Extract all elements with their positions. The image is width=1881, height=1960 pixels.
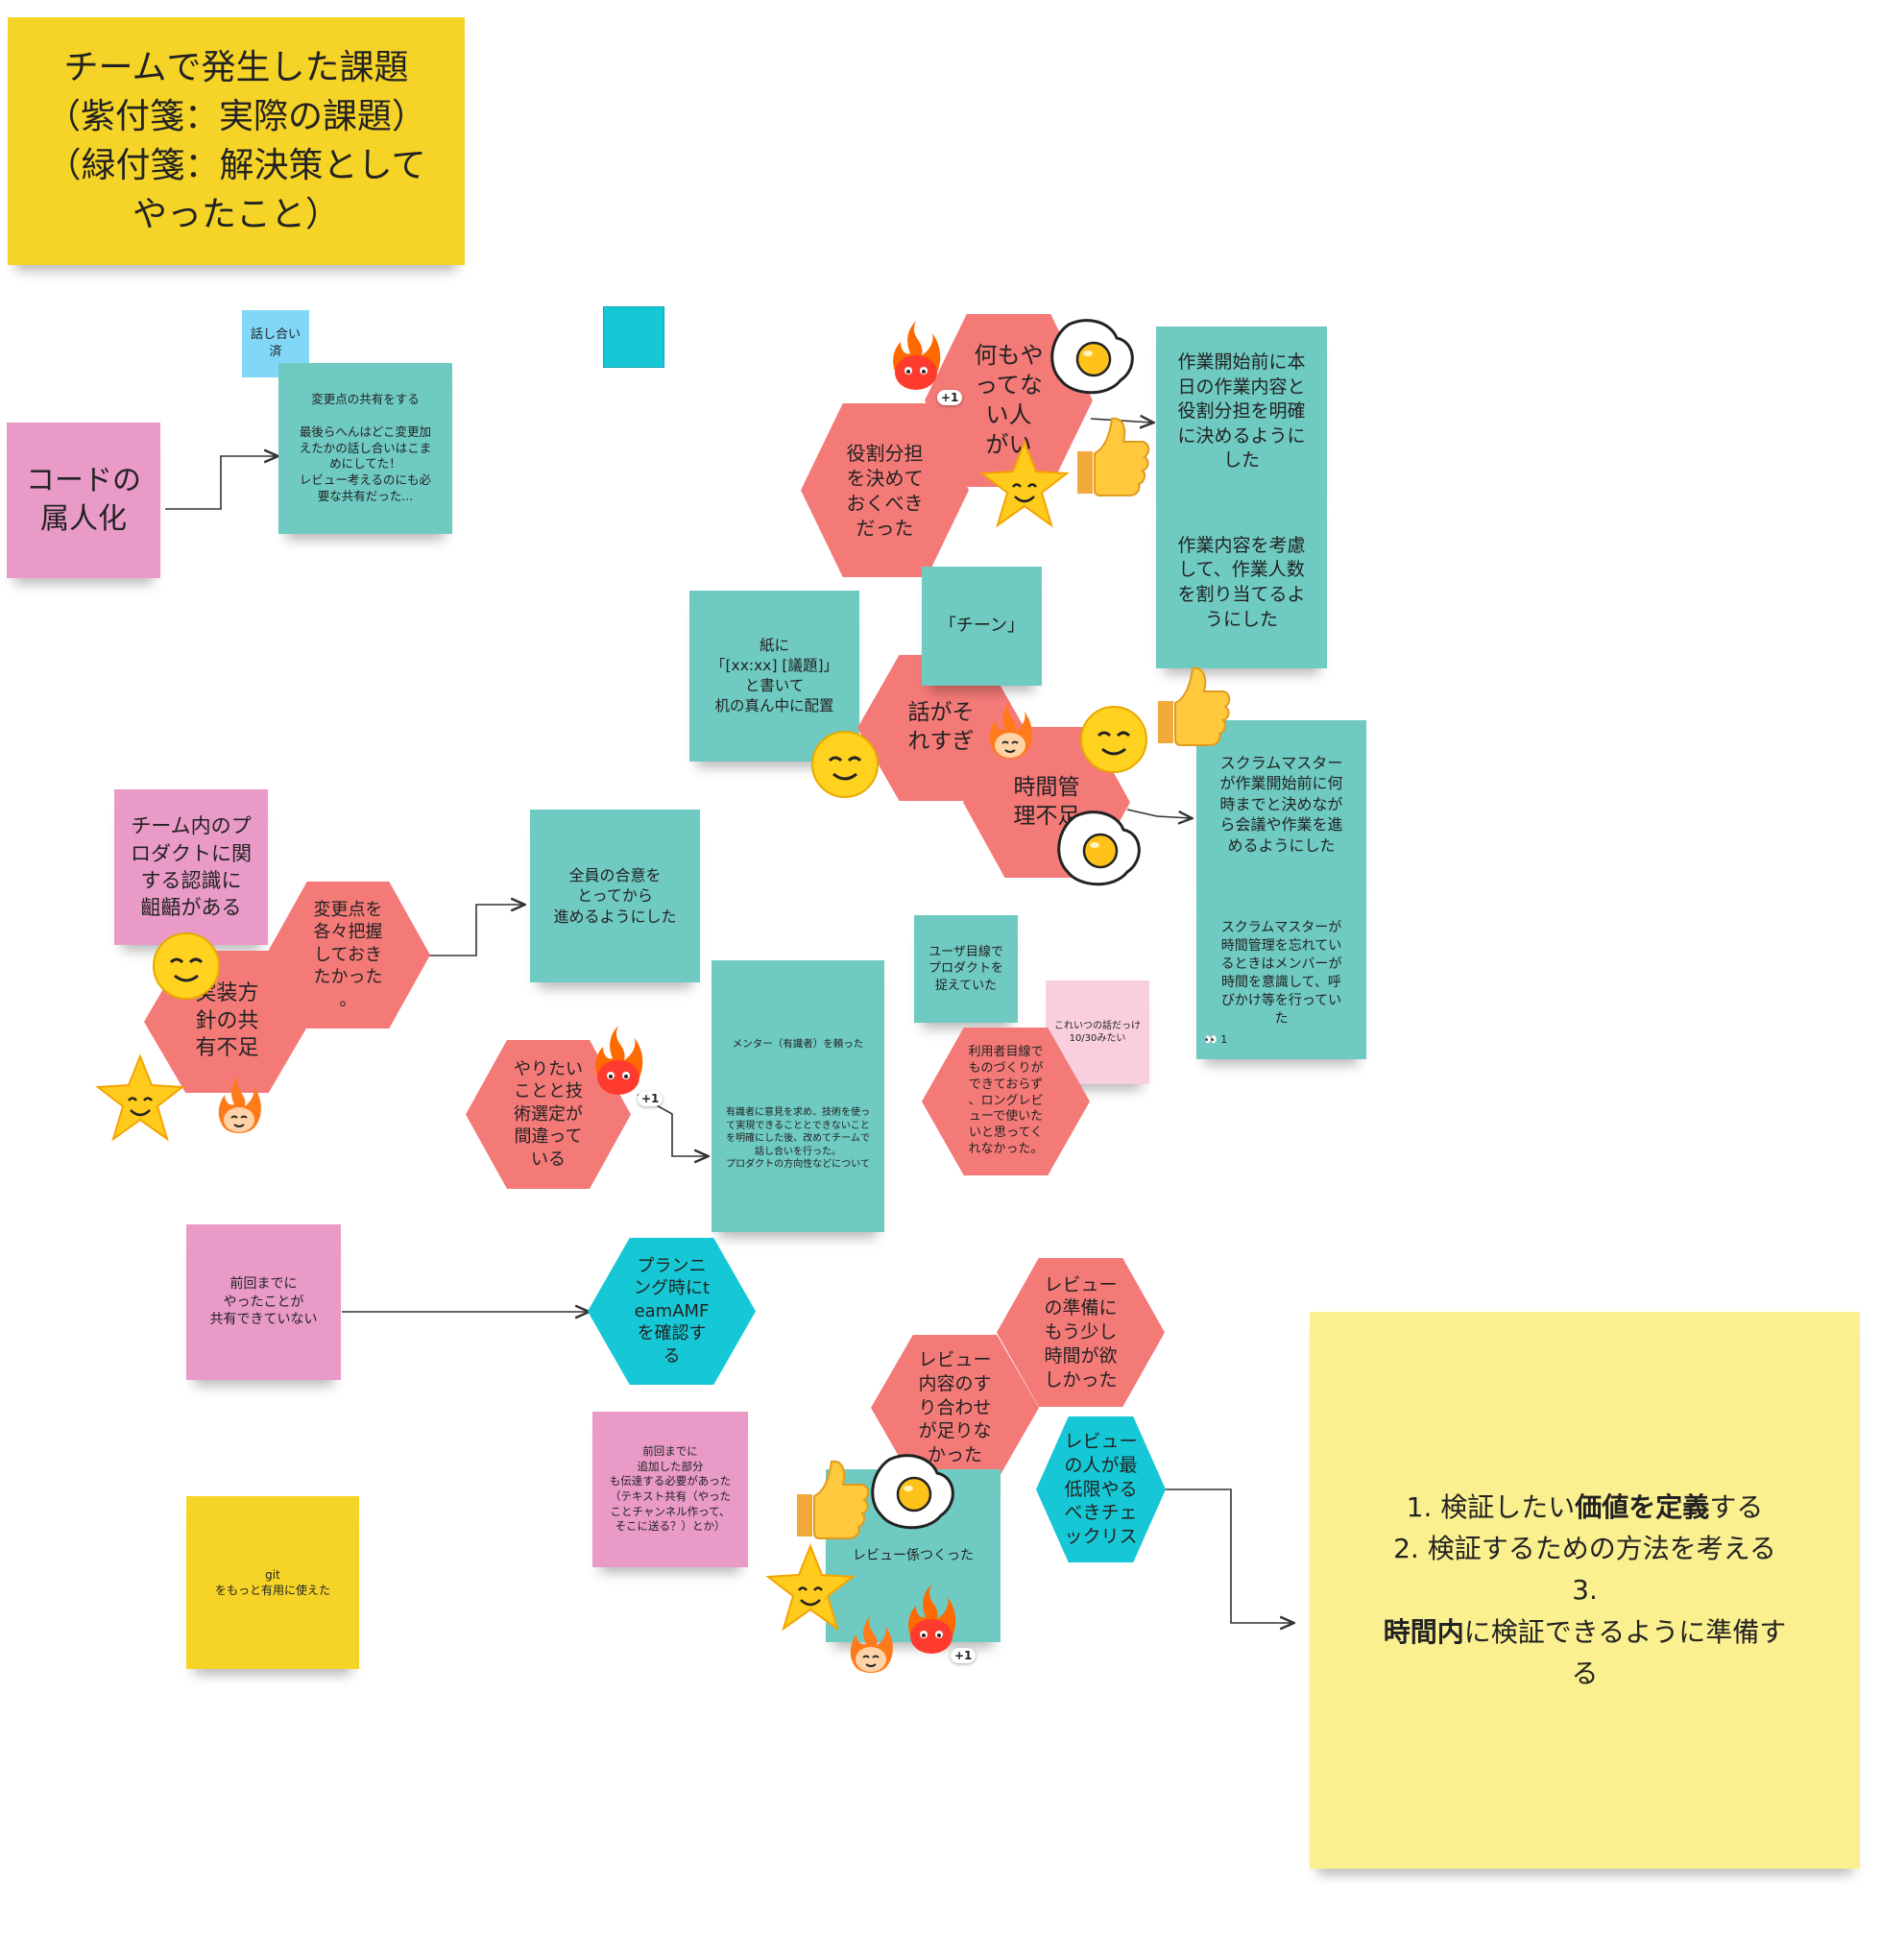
note-zenkai-kyouyu[interactable]: 前回までに やったことが 共有できていない — [186, 1224, 341, 1380]
note-code-zokujin[interactable]: コードの 属人化 — [7, 423, 160, 578]
note-git[interactable]: git をもっと有用に使えた — [186, 1496, 359, 1669]
thumbs-up-icon — [1158, 666, 1231, 746]
note-henkou-kyouyu[interactable]: 変更点の共有をする 最後らへんはどこ変更加 えたかの話し合いはこま めにしてた！… — [278, 363, 452, 534]
star-smile-icon — [979, 440, 1070, 528]
fire-icon — [908, 1585, 956, 1654]
note-kami[interactable]: 紙に 「[xx:xx] [議題]」 と書いて 机の真ん中に配置 — [689, 591, 859, 762]
note-scrum-master-1[interactable]: スクラムマスター が作業開始前に何 時までと決めなが ら会議や作業を進 めるよう… — [1196, 720, 1366, 888]
fried-egg-icon — [1050, 319, 1134, 395]
fire-icon — [893, 321, 941, 390]
hex-yakuwari-buntan[interactable]: 役割分担 を決めて おくべき だった — [801, 403, 969, 577]
fire-icon — [595, 1026, 643, 1095]
thumbs-up-icon — [1077, 417, 1150, 496]
note-sagyou-kaishi[interactable]: 作業開始前に本 日の作業内容と 役割分担を明確 に決めるように した — [1156, 327, 1327, 497]
thumbs-up-icon — [797, 1460, 870, 1539]
fire-face-icon — [989, 701, 1032, 759]
eyes-reaction[interactable]: 👀 1 — [1204, 1033, 1228, 1046]
reaction-count-badge[interactable]: +1 — [638, 1091, 663, 1106]
note-mentor-title: メンター（有識者）を頼った — [732, 1038, 864, 1050]
fried-egg-icon — [1057, 811, 1141, 886]
note-zenin-goui[interactable]: 全員の合意を とってから 進めるようにした — [530, 810, 700, 982]
star-smile-icon — [95, 1053, 185, 1142]
fried-egg-icon — [871, 1454, 954, 1530]
note-zenkai-tsuika[interactable]: 前回までに 追加した部分 も伝達する必要があった （テキスト共有（やった ことチ… — [592, 1412, 748, 1567]
smile-face-icon — [811, 731, 879, 798]
hex-review-hito[interactable]: レビュー の人が最 低限やる べきチェ ックリス — [1036, 1416, 1166, 1562]
reaction-count-badge[interactable]: +1 — [937, 390, 963, 405]
smile-face-icon — [1080, 706, 1147, 773]
title-note[interactable]: チームで発生した課題 （紫付箋：実際の課題） （緑付箋：解決策として やったこと… — [8, 17, 465, 265]
note-chiin[interactable]: 「チーン」 — [922, 567, 1042, 686]
note-sagyou-naiyou[interactable]: 作業内容を考慮 して、作業人数 を割り当てるよ うにした — [1156, 497, 1327, 668]
cyan-square-note[interactable] — [603, 306, 664, 368]
hex-planning[interactable]: プランニ ング時にt eamAMF を確認す る — [588, 1238, 756, 1385]
star-smile-icon — [765, 1543, 856, 1632]
fire-face-icon — [218, 1076, 261, 1133]
note-mentor[interactable]: メンター（有識者）を頼った 有識者に意見を求め、技術を使っ て実現できることとで… — [711, 960, 884, 1232]
reaction-count-badge[interactable]: +1 — [951, 1648, 977, 1663]
note-user-mesen[interactable]: ユーザ目線で プロダクトを 捉えていた — [914, 915, 1018, 1023]
note-scrum-master-2[interactable]: スクラムマスターが 時間管理を忘れてい るときはメンバーが 時間を意識して、呼 … — [1196, 888, 1366, 1059]
note-mentor-body: 有識者に意見を求め、技術を使っ て実現できることとできないこと を明確にした後、… — [726, 1107, 870, 1170]
fire-face-icon — [850, 1615, 893, 1673]
smile-face-icon — [153, 932, 220, 1000]
note-team-ninshiki[interactable]: チーム内のプ ロダクトに関 する認識に 齟齬がある — [114, 789, 268, 945]
